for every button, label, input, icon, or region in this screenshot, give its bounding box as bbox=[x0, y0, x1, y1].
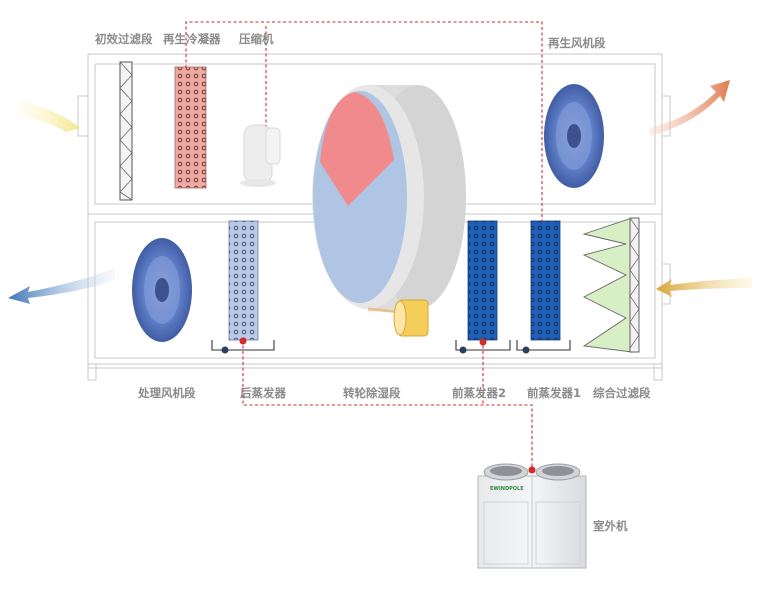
primary-filter bbox=[119, 61, 133, 201]
compressor-label: 压缩机 bbox=[239, 32, 274, 46]
outdoor-unit bbox=[477, 463, 587, 569]
post-evaporator-coil bbox=[228, 220, 259, 341]
desiccant-wheel-label: 转轮除湿段 bbox=[343, 386, 401, 400]
regen-fan bbox=[544, 84, 604, 188]
drain-outlets bbox=[221, 346, 530, 354]
combined-filter bbox=[582, 217, 640, 353]
outdoor-unit-brand: EWINDPOLE bbox=[490, 486, 524, 492]
supply-air-outlet-arrow bbox=[8, 268, 115, 304]
refrigerant-lines bbox=[185, 21, 543, 470]
outdoor-air-inlet-arrow bbox=[18, 100, 80, 132]
regen-condenser-coil bbox=[174, 66, 207, 189]
drain-pans bbox=[211, 340, 571, 351]
combined-filter-label: 综合过滤段 bbox=[593, 386, 651, 400]
post-evaporator-label: 后蒸发器 bbox=[240, 386, 286, 400]
outdoor-unit-label: 室外机 bbox=[593, 519, 628, 533]
refrigerant-junctions bbox=[239, 337, 536, 474]
compressor-icon bbox=[240, 124, 281, 187]
process-fan-label: 处理风机段 bbox=[138, 386, 196, 400]
process-fan bbox=[132, 238, 192, 342]
regen-condenser-label: 再生冷凝器 bbox=[163, 32, 221, 46]
primary-filter-label: 初效过滤段 bbox=[95, 32, 153, 46]
pre-evaporator-2-label: 前蒸发器2 bbox=[452, 386, 507, 400]
regen-fan-label: 再生风机段 bbox=[548, 36, 606, 50]
return-air-inlet-arrow bbox=[656, 278, 752, 297]
wheel-drive-motor bbox=[393, 299, 429, 337]
regen-exhaust-arrow bbox=[650, 80, 730, 136]
desiccant-wheel bbox=[312, 85, 466, 314]
pre-evaporator-1-label: 前蒸发器1 bbox=[527, 386, 582, 400]
pre-evaporator-1-coil bbox=[530, 220, 561, 341]
pre-evaporator-2-coil bbox=[467, 220, 498, 341]
